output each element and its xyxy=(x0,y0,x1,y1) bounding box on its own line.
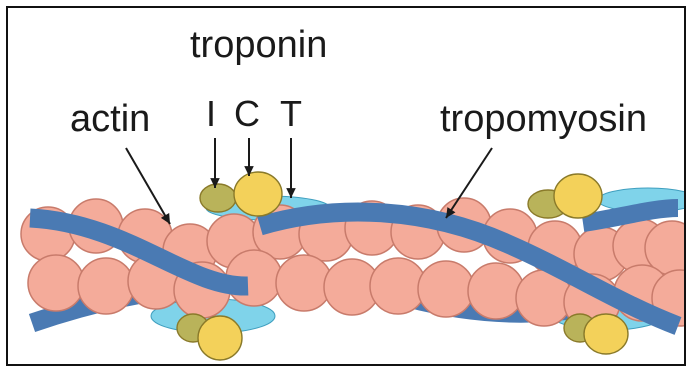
tropomyosin-strand-front xyxy=(583,208,678,223)
actin-monomer xyxy=(28,255,84,311)
troponin-i-label: I xyxy=(206,96,216,132)
thin-filament-illustration xyxy=(8,8,686,366)
diagram-frame: troponin actin I C T tropomyosin xyxy=(6,6,686,366)
actin-monomer xyxy=(418,261,474,317)
troponin-c-subunit xyxy=(234,172,282,216)
actin-monomer xyxy=(78,258,134,314)
troponin-c-subunit xyxy=(198,316,242,360)
troponin-c-label: C xyxy=(234,96,260,132)
tropomyosin-label: tropomyosin xyxy=(440,100,647,138)
actin-monomer xyxy=(468,263,524,319)
troponin-c-subunit xyxy=(584,314,628,354)
troponin-i-subunit xyxy=(200,184,236,212)
troponin-c-subunit xyxy=(554,174,602,218)
actin-label: actin xyxy=(70,100,150,138)
troponin-label: troponin xyxy=(190,26,327,64)
troponin-t-label: T xyxy=(280,96,302,132)
